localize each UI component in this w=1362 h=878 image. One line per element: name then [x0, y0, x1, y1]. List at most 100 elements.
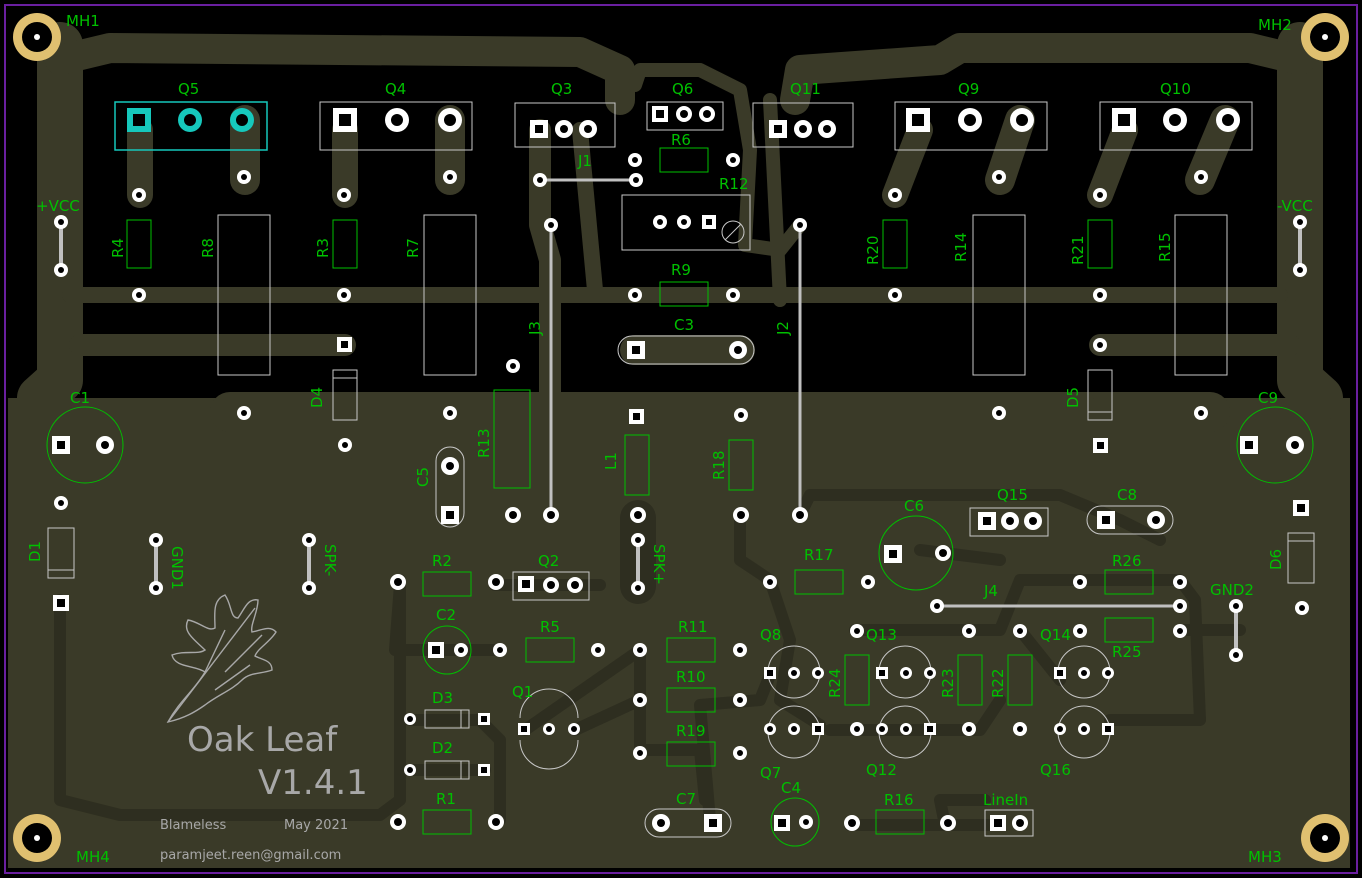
- pad: [337, 288, 351, 302]
- q12-label: Q12: [866, 761, 897, 779]
- mh3-label: MH3: [1248, 848, 1282, 866]
- r18-label: R18: [710, 450, 728, 480]
- r26-label: R26: [1112, 552, 1142, 570]
- jumper-j1: J1: [540, 152, 636, 182]
- transistor-q1: Q1: [512, 683, 580, 770]
- r21-label: R21: [1069, 235, 1087, 265]
- q3-label: Q3: [551, 80, 572, 98]
- r24-label: R24: [826, 668, 844, 698]
- vcc-neg-label: -VCC: [1277, 197, 1313, 215]
- to220-transistors: Q5 Q4 Q9 Q10: [114, 80, 1253, 151]
- resistor-r22: R22: [989, 654, 1033, 706]
- d3-label: D3: [432, 689, 453, 707]
- pad: [844, 815, 860, 831]
- resistor-r26: R26: [1104, 552, 1154, 595]
- pad: [633, 746, 647, 760]
- mounting-hole: MH2: [1258, 13, 1349, 61]
- resistor-r11: R11: [666, 618, 716, 663]
- jumper-j3: J3: [526, 225, 553, 515]
- diode-d4: D4: [308, 337, 358, 452]
- pad: [628, 288, 642, 302]
- resistor-r15: R15: [1156, 214, 1228, 376]
- d6-label: D6: [1267, 549, 1285, 570]
- pad: [493, 643, 507, 657]
- resistor-r4: R4: [109, 219, 152, 269]
- pad: [506, 359, 520, 373]
- diode-d6: D6: [1267, 500, 1315, 615]
- d5-label: D5: [1064, 387, 1082, 408]
- pad: [763, 575, 777, 589]
- j2-label: J2: [774, 321, 792, 336]
- r16-label: R16: [884, 791, 914, 809]
- pad: [488, 814, 504, 830]
- jumper-j4: J4: [937, 582, 1180, 608]
- mounting-hole: MH3: [1248, 814, 1349, 866]
- r4-label: R4: [109, 238, 127, 258]
- resistor-r10: R10: [666, 668, 716, 713]
- pad: [1093, 188, 1107, 202]
- q9-label: Q9: [958, 80, 979, 98]
- r9-label: R9: [671, 261, 691, 279]
- to126-transistors: Q3 Q6 Q11 Q15 Q2: [512, 80, 1049, 601]
- r17-label: R17: [804, 546, 834, 564]
- transistor-q4: Q4: [319, 80, 473, 151]
- pad: [237, 170, 251, 184]
- resistor-r24: R24: [826, 654, 870, 706]
- j4-label: J4: [983, 582, 998, 600]
- resistor-r23: R23: [939, 654, 983, 706]
- r12-label: R12: [719, 175, 749, 193]
- r15-label: R15: [1156, 232, 1174, 262]
- transistor-q3: Q3: [514, 80, 616, 148]
- q1-label: Q1: [512, 683, 533, 701]
- c7-label: C7: [676, 790, 696, 808]
- resistor-r2: R2: [422, 552, 472, 597]
- transistor-q12: Q12: [866, 705, 936, 779]
- mounting-hole: MH4: [13, 814, 110, 866]
- resistor-r21: R21: [1069, 219, 1113, 269]
- mounting-hole: MH1: [13, 12, 100, 61]
- c3-label: C3: [674, 316, 694, 334]
- pad: [1194, 170, 1208, 184]
- c9-label: C9: [1258, 389, 1278, 407]
- r22-label: R22: [989, 668, 1007, 698]
- q5-label: Q5: [178, 80, 199, 98]
- pad: [930, 599, 944, 613]
- pad: [850, 624, 864, 638]
- resistor-r20: R20: [864, 219, 908, 269]
- pad: [544, 218, 558, 232]
- r11-label: R11: [678, 618, 708, 636]
- transistor-q14: Q14: [1040, 626, 1114, 699]
- transistor-q13: Q13: [866, 626, 936, 699]
- pad: [390, 814, 406, 830]
- resistor-r16: R16: [875, 791, 925, 835]
- pad: [132, 188, 146, 202]
- resistor-r17: R17: [794, 546, 844, 595]
- pad: [591, 643, 605, 657]
- email-text: paramjeet.reen@gmail.com: [160, 848, 341, 863]
- pad: [1073, 575, 1087, 589]
- transistor-q10: Q10: [1099, 80, 1253, 151]
- to92-transistors: Q1 Q8 Q7 Q13 Q12: [512, 626, 1114, 782]
- r23-label: R23: [939, 668, 957, 698]
- q13-label: Q13: [866, 626, 897, 644]
- pad: [629, 173, 643, 187]
- l1-label: L1: [602, 452, 620, 470]
- pad: [888, 288, 902, 302]
- transistor-q16: Q16: [1040, 705, 1114, 779]
- q16-label: Q16: [1040, 761, 1071, 779]
- spk-pos-label: SPK+: [650, 544, 668, 585]
- mh4-label: MH4: [76, 848, 110, 866]
- q14-label: Q14: [1040, 626, 1071, 644]
- pad: [992, 406, 1006, 420]
- pad: [337, 188, 351, 202]
- d4-label: D4: [308, 387, 326, 408]
- r19-label: R19: [676, 722, 706, 740]
- pad: [733, 507, 749, 523]
- r25-label: R25: [1112, 643, 1142, 661]
- spk-neg-label: SPK-: [321, 544, 339, 576]
- pad: [237, 406, 251, 420]
- c4-label: C4: [781, 779, 801, 797]
- pad: [1073, 624, 1087, 638]
- vcc-pos-label: +VCC: [36, 197, 80, 215]
- pad: [992, 170, 1006, 184]
